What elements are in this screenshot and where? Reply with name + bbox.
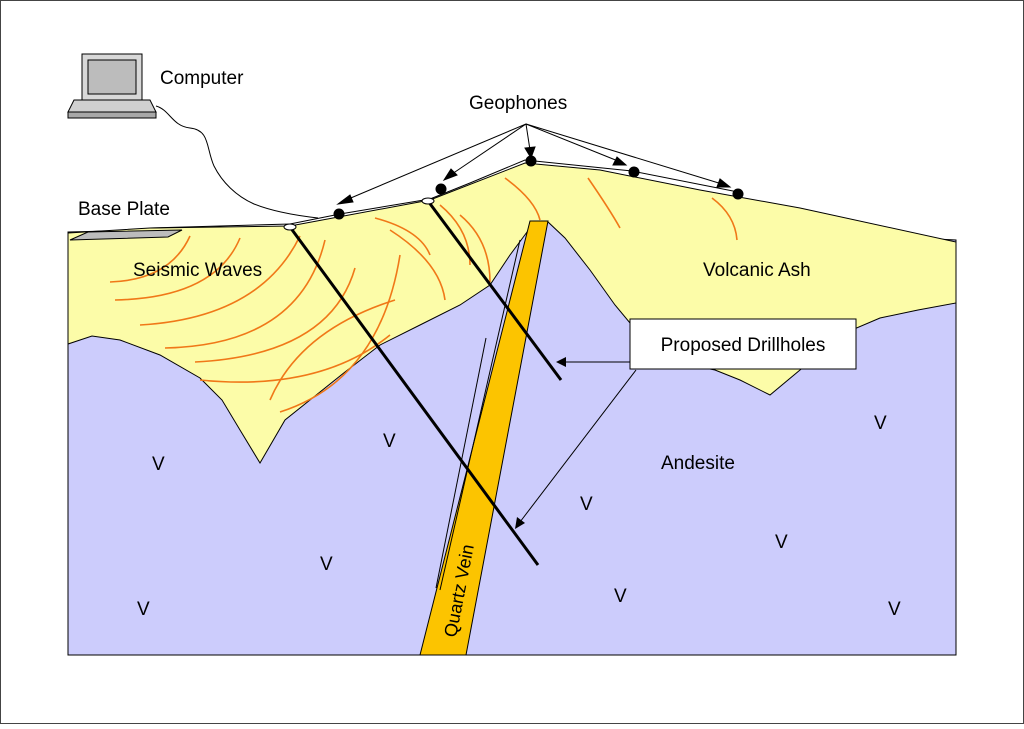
computer-cable	[155, 105, 319, 219]
proposed-drillholes-label: Proposed Drillholes	[661, 335, 826, 356]
andesite-symbol: V	[614, 586, 627, 607]
seismic-wave-arc	[279, 254, 401, 413]
geophone	[333, 208, 345, 220]
seismic-wave-arc	[194, 267, 356, 363]
geophones-label: Geophones	[469, 93, 567, 114]
geophone-arrow	[345, 123, 527, 201]
andesite-symbols: V V V V V V V V V	[137, 413, 901, 620]
andesite-symbol: V	[152, 454, 165, 475]
geophone-arrow	[525, 123, 531, 151]
seismic-waves-label: Seismic Waves	[133, 260, 262, 281]
andesite-symbol: V	[320, 554, 333, 575]
drillhole-2	[426, 200, 563, 381]
vein-fracture-line	[435, 337, 487, 589]
drillhole-collar	[421, 197, 435, 205]
andesite-symbol: V	[888, 599, 901, 620]
base-plate-label: Base Plate	[78, 199, 170, 220]
computer-icon	[67, 53, 157, 119]
geophone	[732, 188, 744, 200]
seismic-wave-arc	[389, 229, 446, 301]
geophone	[628, 166, 640, 178]
arrowhead	[524, 146, 536, 160]
seismic-wave-arc	[269, 299, 396, 401]
base-plate	[69, 229, 183, 241]
andesite-symbol: V	[580, 494, 593, 515]
arrowhead	[442, 168, 458, 182]
andesite-label: Andesite	[661, 453, 735, 474]
andesite-symbol: V	[383, 431, 396, 452]
arrowhead	[556, 357, 566, 367]
seismic-wave-arc	[139, 235, 301, 326]
vein-fracture-line	[439, 239, 521, 591]
seismic-wave-arc	[199, 334, 391, 383]
andesite-symbol: V	[775, 532, 788, 553]
drillhole-1	[288, 226, 540, 566]
volcanic-ash-label: Volcanic Ash	[703, 260, 811, 281]
arrowhead	[336, 194, 354, 205]
seismic-wave-arc	[109, 235, 191, 283]
geophone	[435, 183, 447, 195]
geophone	[525, 155, 537, 167]
andesite-symbol: V	[137, 599, 150, 620]
andesite-symbol: V	[874, 413, 887, 434]
seismic-wave-arc	[504, 177, 541, 221]
volcanic-ash-layer	[67, 162, 957, 464]
arrowhead	[612, 156, 628, 166]
geophone-arrow	[525, 123, 723, 185]
geophone-arrow	[525, 123, 619, 162]
seismic-wave-arc	[587, 177, 621, 229]
quartz-vein	[419, 220, 549, 656]
seismic-wave-arc	[114, 237, 241, 301]
geophone-pointers	[336, 123, 732, 205]
seismic-wave-arc	[459, 214, 491, 283]
seismic-wave-arc	[374, 217, 431, 256]
geophone-arrow	[451, 123, 527, 175]
surface-cable	[149, 159, 739, 229]
computer-label: Computer	[160, 68, 244, 89]
arrowhead	[716, 178, 732, 188]
callout-pointer	[519, 369, 637, 523]
drillhole-collar	[283, 223, 297, 231]
seismic-wave-arc	[711, 197, 738, 241]
proposed-drillholes-callout	[629, 318, 857, 370]
arrowhead	[515, 517, 525, 529]
